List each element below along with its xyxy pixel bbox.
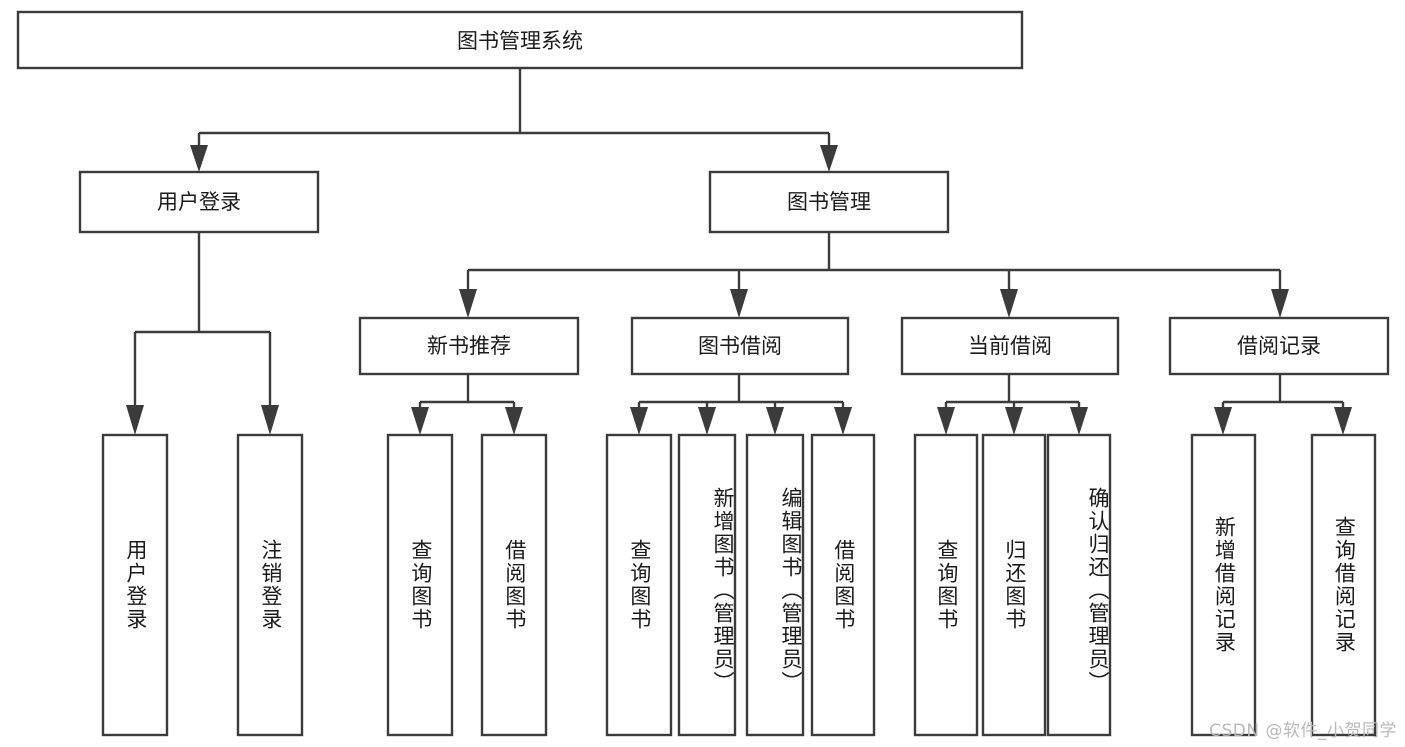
node-leaf-return-book[interactable] [981, 433, 1047, 737]
arrow-head-leaf-query-book-borrow [630, 407, 648, 435]
arrow-head-leaf-query-book-current [937, 407, 955, 435]
arrow-head-new-book-recommend [459, 289, 477, 318]
node-leaf-add-borrow-record[interactable] [1190, 433, 1257, 737]
node-new-book-recommend[interactable] [358, 316, 580, 376]
node-leaf-borrow-book[interactable] [810, 433, 876, 737]
node-leaf-query-borrow-record[interactable] [1310, 433, 1377, 737]
arrow-head-leaf-return-book [1005, 407, 1023, 435]
arrow-head-leaf-add-book-admin [698, 407, 716, 435]
node-leaf-query-book-current[interactable] [913, 433, 979, 737]
node-leaf-edit-book-admin[interactable] [745, 433, 805, 737]
arrow-head-borrow-record [1271, 289, 1289, 318]
arrow-head-leaf-query-borrow-record [1334, 407, 1352, 435]
node-leaf-user-logout[interactable] [236, 433, 304, 737]
node-leaf-query-book-rec[interactable] [386, 433, 454, 737]
node-current-borrow-label: 当前借阅 [968, 334, 1052, 358]
arrow-head-leaf-user-logout [261, 405, 279, 435]
node-current-borrow[interactable] [900, 316, 1120, 376]
connector-layer [126, 68, 1352, 435]
watermark-text: CSDN @软件_小贺同学 [1209, 721, 1397, 741]
arrow-head-leaf-borrow-book [834, 407, 852, 435]
arrow-head-leaf-user-login [126, 405, 144, 435]
node-leaf-user-login[interactable] [101, 433, 169, 737]
arrow-head-book-management [820, 145, 838, 172]
arrow-head-leaf-confirm-return-admin [1070, 407, 1088, 435]
node-leaf-borrow-book-rec[interactable] [480, 433, 548, 737]
arrow-head-user-login [190, 145, 208, 172]
node-user-login-label: 用户登录 [157, 190, 241, 214]
node-new-book-recommend-label: 新书推荐 [427, 334, 511, 358]
arrow-head-leaf-borrow-book-rec [505, 407, 523, 435]
arrow-head-book-borrow [730, 289, 748, 318]
node-root-label: 图书管理系统 [457, 29, 583, 53]
node-layer: 图书管理系统 用户登录 图书管理 新书推荐 图书借阅 当前借阅 借阅记录 [16, 10, 1390, 737]
node-book-management-label: 图书管理 [787, 190, 871, 214]
node-root[interactable] [16, 10, 1024, 70]
node-leaf-add-book-admin[interactable] [677, 433, 737, 737]
arrow-head-leaf-add-borrow-record [1214, 407, 1232, 435]
node-leaf-confirm-return-admin[interactable] [1046, 433, 1112, 737]
node-book-borrow[interactable] [630, 316, 850, 376]
node-book-borrow-label: 图书借阅 [698, 334, 782, 358]
node-book-management[interactable] [708, 170, 950, 234]
node-user-login[interactable] [78, 170, 320, 234]
node-leaf-query-book-borrow[interactable] [605, 433, 673, 737]
arrow-head-leaf-query-book-rec [411, 407, 429, 435]
node-borrow-record[interactable] [1168, 316, 1390, 376]
arrow-head-leaf-edit-book-admin [766, 407, 784, 435]
arrow-head-current-borrow [1000, 289, 1018, 318]
node-borrow-record-label: 借阅记录 [1237, 334, 1321, 358]
